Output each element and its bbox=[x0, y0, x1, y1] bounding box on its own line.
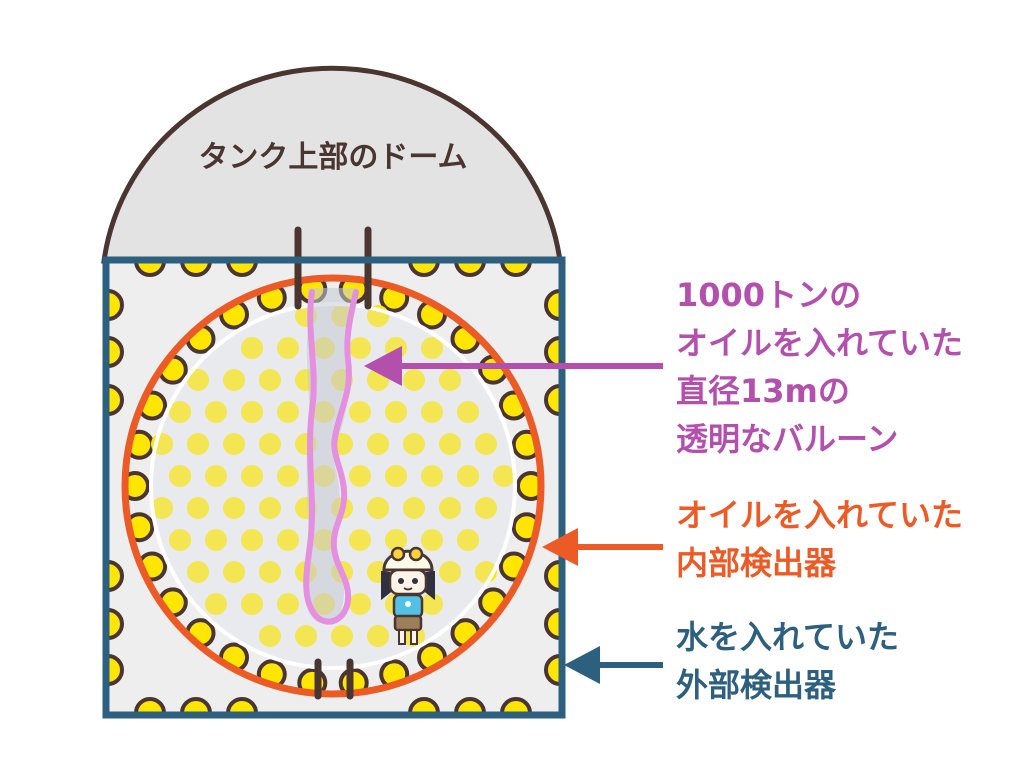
grid-pmt-dot bbox=[385, 401, 407, 423]
outer-detector-arrow bbox=[564, 646, 663, 684]
grid-pmt-dot bbox=[259, 433, 281, 455]
inner-detector-label-line-2: 内部検出器 bbox=[676, 544, 837, 582]
outer-tank-border bbox=[102, 256, 566, 719]
grid-pmt-dot bbox=[475, 497, 497, 519]
grid-pmt-dot bbox=[421, 337, 443, 359]
inner-detector-annotation: オイルを入れていた 内部検出器 bbox=[676, 496, 963, 582]
grid-pmt-dot bbox=[439, 433, 461, 455]
grid-pmt-dot bbox=[439, 561, 461, 583]
grid-pmt-dot bbox=[367, 433, 389, 455]
grid-pmt-dot bbox=[349, 337, 371, 359]
grid-pmt-dot bbox=[241, 337, 263, 359]
grid-pmt-dot bbox=[475, 433, 497, 455]
grid-pmt-dot bbox=[277, 337, 299, 359]
grid-pmt-dot bbox=[421, 401, 443, 423]
grid-pmt-dot bbox=[277, 529, 299, 551]
balloon-annotation: 1000トンの オイルを入れていた 直径13mの 透明なバルーン bbox=[676, 276, 963, 458]
inner-detector-label-line-1: オイルを入れていた bbox=[676, 496, 963, 534]
balloon-label-line-4: 透明なバルーン bbox=[676, 420, 898, 458]
grid-pmt-dot bbox=[403, 433, 425, 455]
grid-pmt-dot bbox=[457, 465, 479, 487]
grid-pmt-dot bbox=[277, 401, 299, 423]
grid-pmt-dot bbox=[205, 465, 227, 487]
balloon-tube bbox=[303, 288, 359, 625]
grid-pmt-dot bbox=[349, 529, 371, 551]
grid-pmt-dot bbox=[187, 497, 209, 519]
grid-pmt-dot bbox=[187, 369, 209, 391]
connector-pipes bbox=[294, 226, 372, 700]
inner-sphere-border bbox=[121, 274, 545, 698]
grid-pmt-dot bbox=[421, 593, 443, 615]
balloon-arrow bbox=[364, 346, 663, 386]
grid-pmt-dot bbox=[457, 401, 479, 423]
grid-pmt-dot bbox=[169, 529, 191, 551]
grid-pmt-dot bbox=[259, 497, 281, 519]
outer-detector-label-line-2: 外部検出器 bbox=[676, 666, 837, 704]
balloon-label-line-3: 直径13mの bbox=[676, 372, 850, 410]
outer-detector-annotation: 水を入れていた 外部検出器 bbox=[676, 618, 899, 704]
balloon-label-line-2: オイルを入れていた bbox=[676, 324, 963, 362]
outer-detector-pmts bbox=[108, 261, 560, 713]
dome-label: タンク上部のドーム bbox=[198, 140, 467, 175]
grid-pmt-dot bbox=[205, 529, 227, 551]
grid-pmt-dot bbox=[403, 497, 425, 519]
grid-pmt-dot bbox=[277, 593, 299, 615]
grid-pmt-dot bbox=[241, 593, 263, 615]
inner-detector-pmt-grid bbox=[151, 305, 515, 647]
inner-detector-arrow bbox=[542, 528, 663, 566]
grid-pmt-dot bbox=[403, 369, 425, 391]
grid-pmt-dot bbox=[439, 369, 461, 391]
grid-pmt-dot bbox=[277, 465, 299, 487]
grid-pmt-dot bbox=[259, 561, 281, 583]
character-figure bbox=[381, 546, 435, 645]
grid-pmt-dot bbox=[241, 529, 263, 551]
grid-pmt-dot bbox=[385, 529, 407, 551]
balloon-label-line-1: 1000トンの bbox=[676, 276, 861, 314]
grid-pmt-dot bbox=[241, 401, 263, 423]
grid-pmt-dot bbox=[205, 401, 227, 423]
grid-pmt-dot bbox=[259, 369, 281, 391]
grid-pmt-dot bbox=[223, 433, 245, 455]
grid-pmt-dot bbox=[421, 529, 443, 551]
grid-pmt-dot bbox=[169, 465, 191, 487]
grid-pmt-dot bbox=[223, 497, 245, 519]
grid-pmt-dot bbox=[439, 497, 461, 519]
grid-pmt-dot bbox=[493, 465, 515, 487]
grid-pmt-dot bbox=[349, 593, 371, 615]
grid-pmt-dot bbox=[259, 625, 281, 647]
grid-pmt-dot bbox=[223, 369, 245, 391]
grid-pmt-dot bbox=[187, 561, 209, 583]
grid-pmt-dot bbox=[349, 465, 371, 487]
grid-pmt-dot bbox=[223, 561, 245, 583]
grid-pmt-dot bbox=[385, 465, 407, 487]
grid-pmt-dot bbox=[367, 625, 389, 647]
outer-detector-label-line-1: 水を入れていた bbox=[676, 618, 899, 656]
grid-pmt-dot bbox=[421, 465, 443, 487]
grid-pmt-dot bbox=[331, 625, 353, 647]
grid-pmt-dot bbox=[169, 401, 191, 423]
grid-pmt-dot bbox=[367, 497, 389, 519]
grid-pmt-dot bbox=[241, 465, 263, 487]
grid-pmt-dot bbox=[187, 433, 209, 455]
grid-pmt-dot bbox=[151, 497, 173, 519]
grid-pmt-dot bbox=[457, 529, 479, 551]
grid-pmt-dot bbox=[349, 401, 371, 423]
tank-dome: タンク上部のドーム bbox=[101, 65, 563, 264]
grid-pmt-dot bbox=[295, 625, 317, 647]
grid-pmt-dot bbox=[205, 593, 227, 615]
